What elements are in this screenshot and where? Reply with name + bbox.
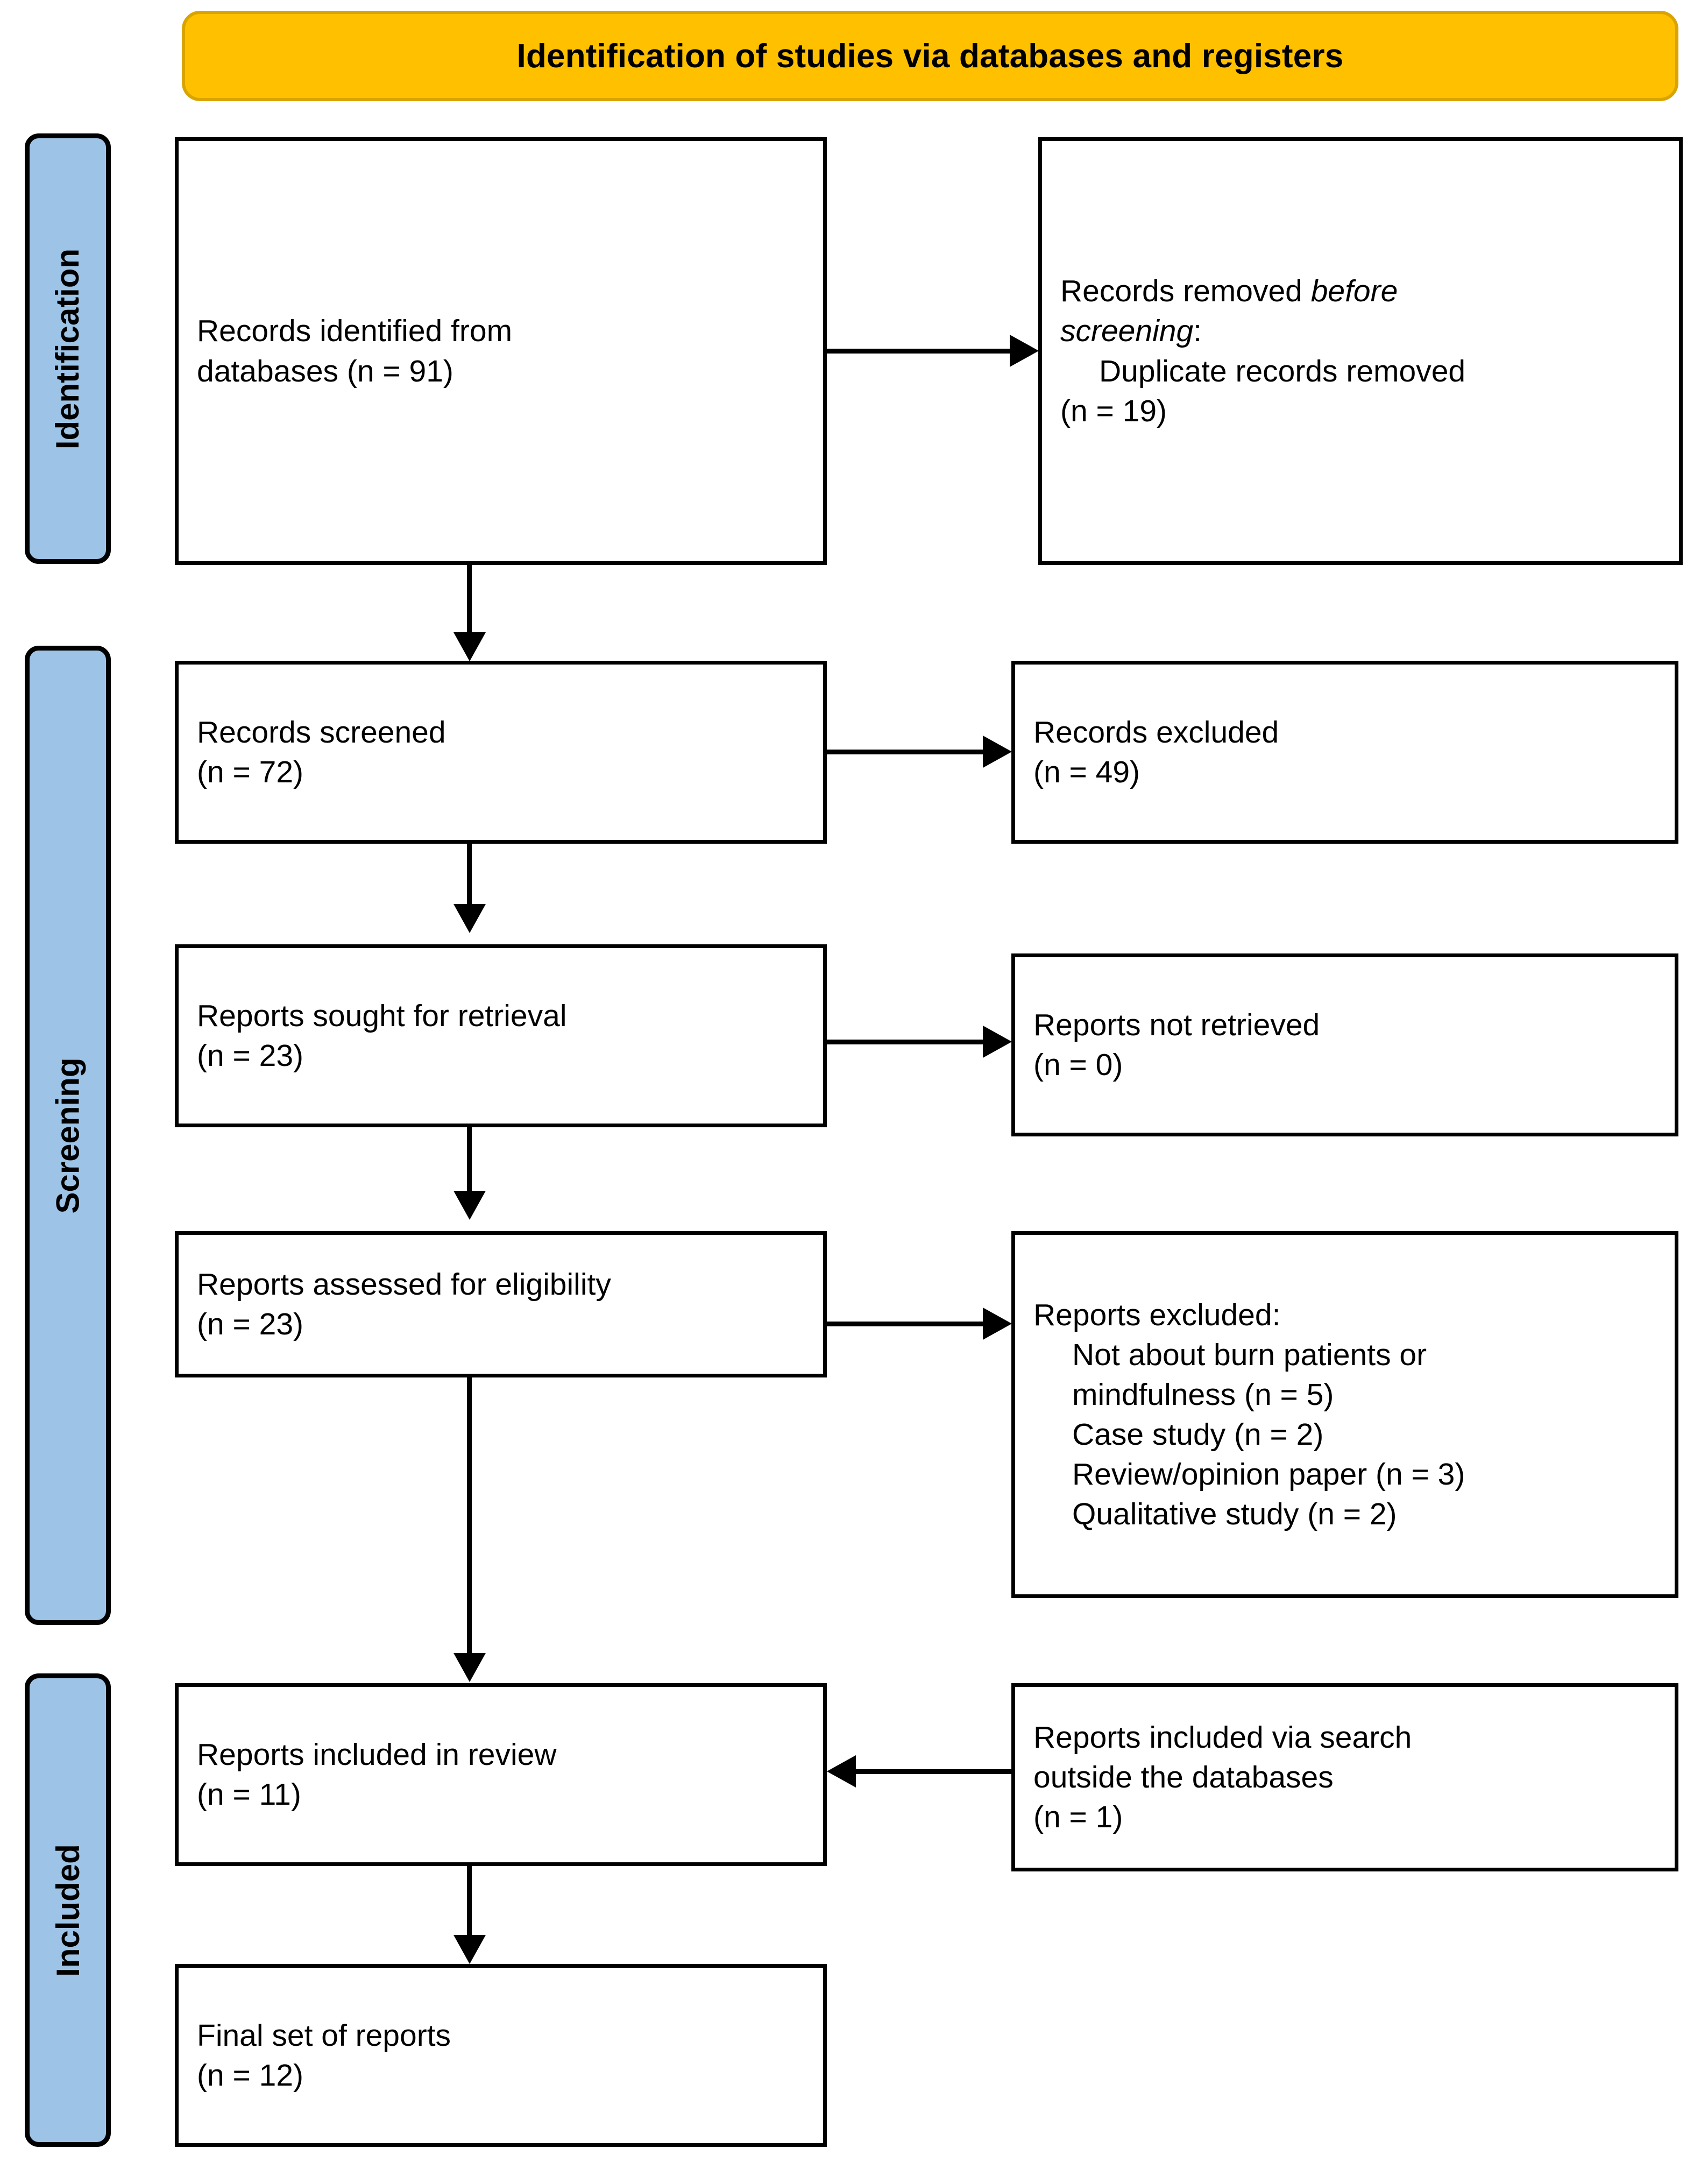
arrowhead-assessed-to-included: [453, 1653, 486, 1682]
connector-assessed-to-included: [467, 1377, 472, 1653]
connector-outside-to-included: [855, 1769, 1011, 1774]
reports-sought-line-2: (n = 23): [197, 1038, 304, 1073]
records-removed-text-italic-screening: screening: [1060, 314, 1194, 349]
arrowhead-identified-to-screened: [453, 632, 486, 661]
reports-outside-line-2: outside the databases: [1033, 1760, 1334, 1794]
box-reports-sought: Reports sought for retrieval (n = 23): [175, 944, 827, 1127]
reports-excluded-line-1: Reports excluded:: [1033, 1297, 1281, 1332]
arrowhead-screened-to-excluded: [983, 736, 1012, 768]
records-identified-line-1: Records identified from: [197, 314, 513, 349]
reports-excluded-line-6: Qualitative study (n = 2): [1072, 1497, 1397, 1532]
box-final-set-of-reports: Final set of reports (n = 12): [175, 1964, 827, 2147]
rail-included: Included: [25, 1673, 111, 2147]
connector-sought-to-assessed: [467, 1127, 472, 1191]
records-removed-text-plain: Records removed: [1060, 274, 1311, 309]
reports-included-line-1: Reports included in review: [197, 1737, 557, 1772]
reports-not-retrieved-line-2: (n = 0): [1033, 1048, 1123, 1082]
box-records-screened: Records screened (n = 72): [175, 661, 827, 844]
records-excluded-line-1: Records excluded: [1033, 715, 1279, 750]
connector-identified-to-screened: [467, 565, 472, 632]
records-removed-colon: :: [1193, 314, 1202, 349]
arrowhead-assessed-to-excluded: [983, 1308, 1012, 1340]
records-screened-line-1: Records screened: [197, 715, 446, 750]
rail-label-identification: Identification: [49, 248, 86, 449]
final-set-line-1: Final set of reports: [197, 2018, 451, 2053]
connector-screened-to-sought: [467, 844, 472, 904]
box-reports-assessed: Reports assessed for eligibility (n = 23…: [175, 1231, 827, 1377]
records-identified-line-2: databases (n = 91): [197, 354, 453, 388]
connector-assessed-to-excluded: [827, 1322, 983, 1326]
arrowhead-sought-to-assessed: [453, 1191, 486, 1220]
records-removed-line-4: (n = 19): [1060, 393, 1167, 428]
reports-assessed-line-2: (n = 23): [197, 1307, 304, 1341]
records-excluded-line-2: (n = 49): [1033, 755, 1140, 789]
arrowhead-screened-to-sought: [453, 904, 486, 933]
reports-not-retrieved-line-1: Reports not retrieved: [1033, 1007, 1320, 1042]
rail-label-included: Included: [49, 1843, 86, 1977]
records-removed-line-1: Records removed before: [1060, 271, 1661, 311]
box-reports-included: Reports included in review (n = 11): [175, 1683, 827, 1866]
records-removed-line-3: Duplicate records removed: [1099, 354, 1466, 388]
box-reports-outside-databases: Reports included via search outside the …: [1011, 1683, 1678, 1871]
records-removed-text-italic-before: before: [1310, 274, 1398, 309]
reports-included-line-2: (n = 11): [197, 1777, 301, 1812]
reports-assessed-line-1: Reports assessed for eligibility: [197, 1267, 611, 1302]
arrowhead-sought-to-not-retrieved: [983, 1026, 1012, 1058]
box-reports-not-retrieved: Reports not retrieved (n = 0): [1011, 953, 1678, 1136]
connector-screened-to-excluded: [827, 750, 983, 754]
records-screened-line-2: (n = 72): [197, 755, 304, 789]
reports-excluded-line-4: Case study (n = 2): [1072, 1417, 1324, 1452]
rail-label-screening: Screening: [49, 1057, 86, 1214]
final-set-line-2: (n = 12): [197, 2058, 304, 2093]
box-records-removed: Records removed before screening: Duplic…: [1038, 137, 1683, 565]
reports-outside-line-3: (n = 1): [1033, 1800, 1123, 1835]
box-records-excluded: Records excluded (n = 49): [1011, 661, 1678, 844]
connector-sought-to-not-retrieved: [827, 1040, 983, 1044]
reports-excluded-line-2: Not about burn patients or: [1072, 1337, 1427, 1372]
rail-screening: Screening: [25, 646, 111, 1625]
connector-included-to-final: [467, 1866, 472, 1935]
arrowhead-identified-to-removed: [1010, 335, 1039, 367]
phase-banner-identification: Identification of studies via databases …: [182, 11, 1678, 101]
box-records-identified: Records identified from databases (n = 9…: [175, 137, 827, 565]
rail-identification: Identification: [25, 133, 111, 564]
reports-excluded-line-3: mindfulness (n = 5): [1072, 1377, 1334, 1412]
arrowhead-included-to-final: [453, 1935, 486, 1964]
box-reports-excluded: Reports excluded: Not about burn patient…: [1011, 1231, 1678, 1598]
banner-title: Identification of studies via databases …: [516, 37, 1344, 75]
reports-outside-line-1: Reports included via search: [1033, 1720, 1412, 1755]
reports-excluded-line-5: Review/opinion paper (n = 3): [1072, 1457, 1465, 1492]
connector-identified-to-removed: [827, 349, 1010, 354]
records-removed-line-2: screening:: [1060, 311, 1661, 351]
arrowhead-outside-to-included: [827, 1755, 856, 1787]
reports-sought-line-1: Reports sought for retrieval: [197, 998, 567, 1033]
